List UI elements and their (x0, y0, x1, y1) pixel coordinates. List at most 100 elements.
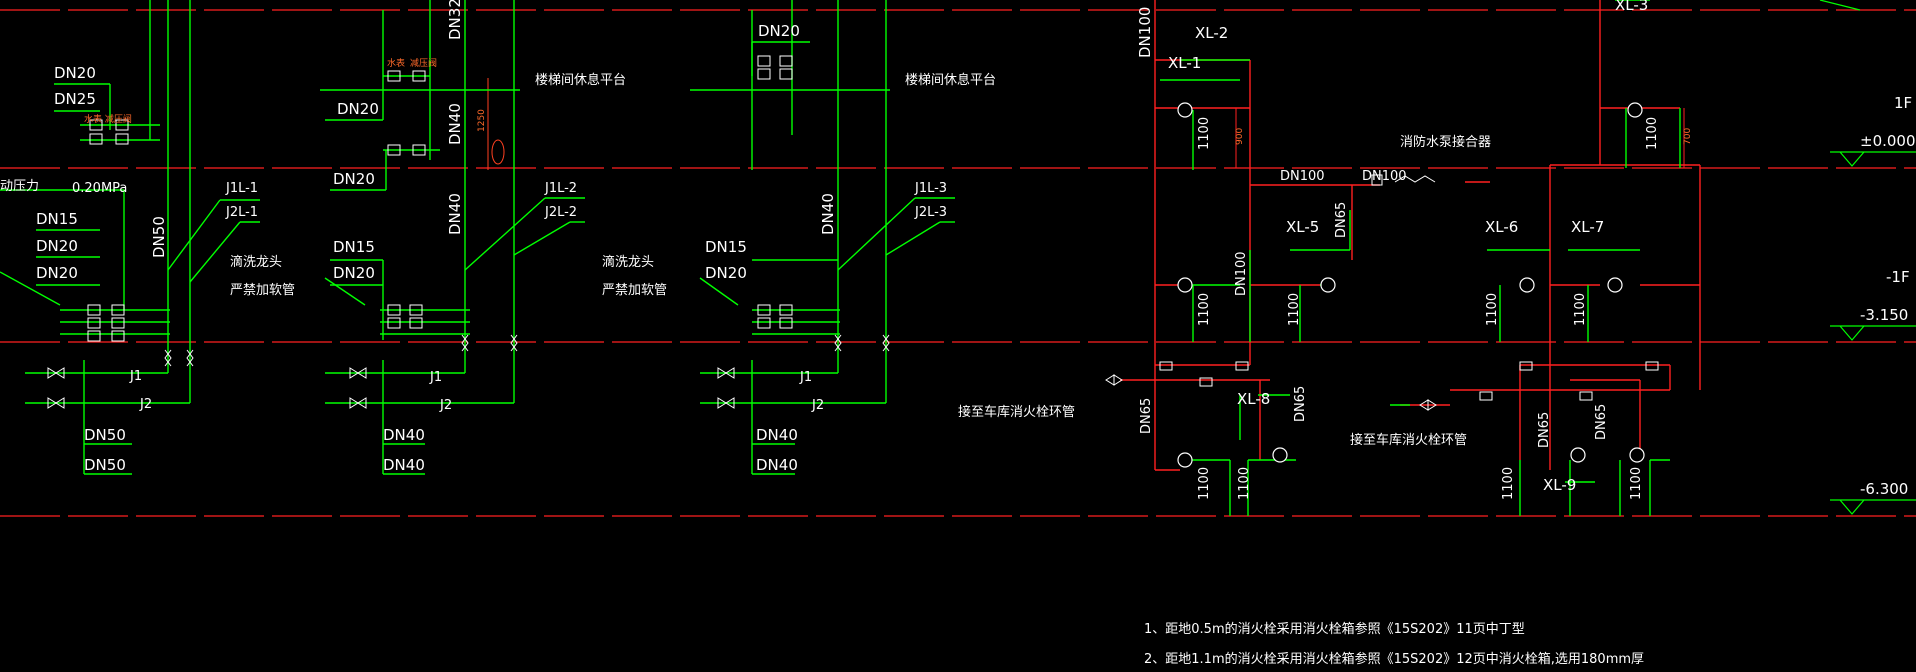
dn-label: DN20 (705, 264, 747, 282)
pump-adapter-label: 消防水泵接合器 (1400, 134, 1491, 150)
pipe-tag: J1 (429, 370, 442, 385)
floor-label: -1F (1886, 268, 1910, 286)
height-label: 1100 (1501, 467, 1516, 500)
floor-label: 1F (1894, 94, 1912, 112)
dn-label-vertical: DN65 (1537, 412, 1552, 448)
floor-level-lines (0, 9, 1916, 517)
dn-label-vertical: DN65 (1139, 398, 1154, 434)
dn-label: DN40 (756, 426, 798, 444)
note-1: 1、距地0.5m的消火栓采用消火栓箱参照《15S202》11页中丁型 (1144, 622, 1525, 637)
pipe-tag: J1 (129, 369, 142, 384)
riser-tag: J1L-3 (914, 181, 947, 196)
riser-2-fittings (349, 70, 518, 409)
dn-label-vertical: DN100 (1136, 7, 1154, 58)
tap-label: 滴洗龙头 (230, 254, 282, 270)
height-label: 1100 (1485, 293, 1500, 326)
riser-3-fittings (717, 55, 890, 409)
platform-label: 楼梯间休息平台 (535, 72, 626, 88)
dn-label: DN50 (84, 456, 126, 474)
hydrant-tag: XL-9 (1543, 476, 1576, 494)
dn-label: DN15 (705, 238, 747, 256)
dn-label: DN40 (383, 426, 425, 444)
riser-tag: J2L-1 (225, 205, 258, 220)
dn-label: DN100 (1362, 169, 1407, 184)
water-riser-group-3 (320, 0, 955, 475)
dn-label: DN25 (54, 90, 96, 108)
height-label: 1100 (1197, 467, 1212, 500)
fire-system-labels: DN100 XL-2 XL-1 XL-3 XL-5 XL-6 XL-7 XL-8… (958, 0, 1693, 500)
tap-label: 滴洗龙头 (602, 254, 654, 270)
pipe-tag: J2 (139, 397, 152, 412)
pipe-tag: J2 (439, 398, 452, 413)
fire-hydrant-icons (1177, 102, 1645, 468)
fire-valve-boxes (1105, 174, 1659, 411)
pipe-tag: J1 (799, 370, 812, 385)
dn-label-vertical: DN40 (446, 103, 464, 145)
elevation-label: ±0.000 (1860, 132, 1916, 150)
dn-label-vertical: DN40 (446, 193, 464, 235)
dn-label: DN15 (36, 210, 78, 228)
riser-tag: J2L-3 (914, 205, 947, 220)
height-label: 1100 (1645, 117, 1660, 150)
pressure-label: 动压力 (0, 179, 39, 194)
dn-label-vertical: DN32 (446, 0, 464, 40)
fire-hydrant-pipes (1120, 0, 1701, 471)
fire-hydrant-branches (1160, 0, 1681, 516)
height-label: 1100 (1287, 293, 1302, 326)
dn-label-vertical: DN100 (1234, 251, 1249, 296)
riser-2-labels: DN32 水表 减压阀 楼梯间休息平台 DN20 DN40 1250 DN20 … (230, 0, 626, 474)
dimension-marker-2 (487, 78, 505, 170)
dn-label-vertical: DN50 (150, 216, 168, 258)
hose-label: 严禁加软管 (602, 283, 667, 298)
pressure-value: 0.20MPa (72, 181, 127, 196)
hydrant-tag: XL-6 (1485, 218, 1518, 236)
water-riser-group-2 (324, 0, 585, 475)
pressure-valve-label: 减压阀 (410, 57, 437, 69)
dn-label: DN100 (1280, 169, 1325, 184)
height-label: 1100 (1237, 467, 1252, 500)
level-markers (1819, 0, 1916, 515)
dn-label-vertical: DN65 (1594, 404, 1609, 440)
platform-label: 楼梯间休息平台 (905, 72, 996, 88)
water-riser-group-1 (0, 0, 260, 475)
dn-label: DN20 (36, 264, 78, 282)
height-label: 1100 (1573, 293, 1588, 326)
dn-label: DN20 (337, 100, 379, 118)
riser-3-labels: DN20 楼梯间休息平台 J1L-3 J2L-3 DN40 滴洗龙头 严禁加软管… (602, 22, 996, 474)
dn-label: DN20 (333, 264, 375, 282)
dimension-label: 900 (1235, 128, 1245, 145)
dn-label-vertical: DN40 (819, 193, 837, 235)
level-labels: 1F ±0.000 -1F -3.150 -6.300 (1860, 94, 1916, 498)
dimension-label: 1250 (477, 109, 487, 132)
dn-label-vertical: DN65 (1334, 202, 1349, 238)
hydrant-tag: XL-5 (1286, 218, 1319, 236)
dn-label-vertical: DN65 (1293, 386, 1308, 422)
pipe-tag: J2 (811, 398, 824, 413)
dn-label: DN40 (756, 456, 798, 474)
hydrant-tag: XL-1 (1168, 54, 1201, 72)
dn-label: DN40 (383, 456, 425, 474)
dimension-label: 700 (1683, 128, 1693, 145)
riser-1-fittings (47, 119, 194, 409)
dn-label: DN15 (333, 238, 375, 256)
hose-label: 严禁加软管 (230, 283, 295, 298)
water-meter-label: 水表 (387, 57, 405, 69)
garage-loop-label: 接至车库消火栓环管 (958, 404, 1075, 420)
garage-loop-label: 接至车库消火栓环管 (1350, 432, 1467, 448)
dn-label: DN20 (54, 64, 96, 82)
dn-label: DN20 (36, 237, 78, 255)
height-label: 1100 (1197, 117, 1212, 150)
hydrant-tag: XL-7 (1571, 218, 1604, 236)
elevation-label: -3.150 (1860, 306, 1908, 324)
valve-note-orange: 水表 减压阀 (84, 113, 132, 125)
riser-tag: J1L-1 (225, 181, 258, 196)
hydrant-dimension-red (1235, 108, 1685, 168)
riser-tag: J1L-2 (544, 181, 577, 196)
riser-1-labels: DN20 DN25 水表 减压阀 动压力 0.20MPa DN15 DN20 D… (0, 64, 258, 474)
hydrant-tag: XL-3 (1615, 0, 1648, 14)
elevation-label: -6.300 (1860, 480, 1908, 498)
height-label: 1100 (1197, 293, 1212, 326)
hydrant-tag: XL-2 (1195, 24, 1228, 42)
dn-label: DN20 (333, 170, 375, 188)
